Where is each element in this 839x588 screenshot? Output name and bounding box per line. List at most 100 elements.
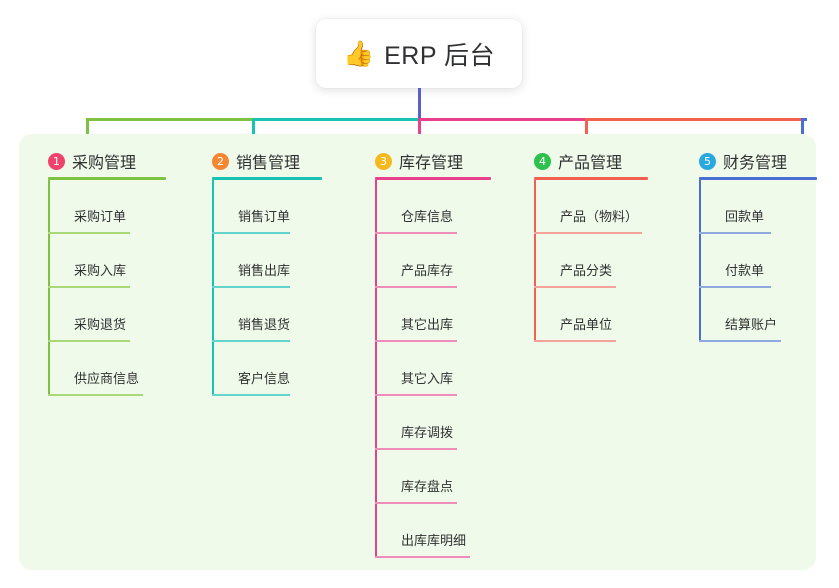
branch-title: 销售管理: [236, 155, 301, 172]
branch-item[interactable]: 客户信息: [212, 342, 322, 396]
root-stem-line: [418, 88, 421, 121]
branch-item[interactable]: 销售订单: [212, 180, 322, 234]
branch-item-rule: [375, 286, 457, 288]
branch-item[interactable]: 销售出库: [212, 234, 322, 288]
branch-header-rule: [534, 177, 648, 180]
branch-header-rule: [375, 177, 491, 180]
branch-number-badge: 1: [48, 152, 65, 170]
branch-item-rule: [699, 286, 771, 288]
branch-column-5: 5 财务管理回款单付款单结算账户: [699, 150, 817, 342]
branch-item-label: 其它入库: [401, 371, 454, 386]
branch-header-4[interactable]: 4 产品管理: [534, 150, 648, 172]
branch-title: 产品管理: [558, 155, 623, 172]
branch-item-label: 产品单位: [560, 317, 613, 332]
branch-item-rule: [48, 286, 130, 288]
branch-item-label: 仓库信息: [401, 209, 454, 224]
branch-item-label: 库存盘点: [401, 479, 454, 494]
branch-spine-line: [534, 180, 536, 342]
branch-item[interactable]: 产品单位: [534, 288, 648, 342]
branch-header-1[interactable]: 1 采购管理: [48, 150, 166, 172]
branch-item-rule: [534, 340, 616, 342]
branch-item[interactable]: 其它入库: [375, 342, 491, 396]
branch-item[interactable]: 产品分类: [534, 234, 648, 288]
branch-item-rule: [699, 232, 771, 234]
branch-item-rule: [375, 502, 457, 504]
branch-header-3[interactable]: 3 库存管理: [375, 150, 491, 172]
branch-column-3: 3 库存管理仓库信息产品库存其它出库其它入库库存调拨库存盘点出库库明细: [375, 150, 491, 558]
branch-item-rule: [375, 556, 470, 558]
branch-item-rule: [375, 394, 457, 396]
branch-item[interactable]: 其它出库: [375, 288, 491, 342]
branch-item[interactable]: 供应商信息: [48, 342, 166, 396]
branch-item[interactable]: 结算账户: [699, 288, 817, 342]
branch-item[interactable]: 销售退货: [212, 288, 322, 342]
branch-item-rule: [699, 340, 781, 342]
branch-item-rule: [48, 340, 130, 342]
branch-spine-line: [48, 180, 50, 396]
branch-number-badge: 4: [534, 152, 551, 170]
branch-item-label: 库存调拨: [401, 425, 454, 440]
branch-spine-line: [375, 180, 377, 558]
branch-item-label: 产品库存: [401, 263, 454, 278]
branch-item[interactable]: 采购退货: [48, 288, 166, 342]
branch-item[interactable]: 出库库明细: [375, 504, 491, 558]
branch-number-badge: 5: [699, 152, 716, 170]
branch-title: 库存管理: [399, 155, 464, 172]
branch-header-rule: [212, 177, 322, 180]
branch-number-badge: 3: [375, 152, 392, 170]
branch-item-label: 销售退货: [238, 317, 291, 332]
branch-item-label: 销售出库: [238, 263, 291, 278]
branch-item[interactable]: 采购入库: [48, 234, 166, 288]
branch-column-4: 4 产品管理产品（物料） 产品分类产品单位: [534, 150, 648, 342]
branch-item-label: 采购订单: [74, 209, 127, 224]
branch-item-label: 采购退货: [74, 317, 127, 332]
branch-item-label: 产品分类: [560, 263, 613, 278]
branch-item-label: 其它出库: [401, 317, 454, 332]
connector-bar-segment-4: [585, 118, 804, 121]
branch-item[interactable]: 产品库存: [375, 234, 491, 288]
branch-header-rule: [699, 177, 817, 180]
branch-header-5[interactable]: 5 财务管理: [699, 150, 817, 172]
connector-bar-segment-3: [418, 118, 588, 121]
connector-bar-segment-5: [801, 118, 807, 121]
branch-item-label: 销售订单: [238, 209, 291, 224]
branch-item-label: 采购入库: [74, 263, 127, 278]
branch-item[interactable]: 回款单: [699, 180, 817, 234]
root-node-title: ERP 后台: [384, 41, 496, 70]
branch-item-label: 供应商信息: [74, 371, 140, 386]
connector-bar-segment-2: [252, 118, 421, 121]
branch-header-rule: [48, 177, 166, 180]
branch-item-rule: [375, 340, 457, 342]
branch-item-rule: [534, 286, 616, 288]
connector-bar-segment-1: [86, 118, 255, 121]
branch-item-rule: [212, 394, 290, 396]
branch-item[interactable]: 库存调拨: [375, 396, 491, 450]
branch-spine-line: [699, 180, 701, 342]
branch-item[interactable]: 库存盘点: [375, 450, 491, 504]
branch-items: 产品（物料） 产品分类产品单位: [534, 180, 648, 342]
branch-item-rule: [48, 232, 130, 234]
branch-item-rule: [375, 448, 457, 450]
branch-item-rule: [212, 232, 290, 234]
branch-item-label: 付款单: [725, 263, 765, 278]
branch-items: 仓库信息产品库存其它出库其它入库库存调拨库存盘点出库库明细: [375, 180, 491, 558]
branch-title: 采购管理: [72, 155, 137, 172]
branch-item[interactable]: 付款单: [699, 234, 817, 288]
branch-item-label: 结算账户: [725, 317, 778, 332]
branch-spine-line: [212, 180, 214, 396]
branch-item-label: 回款单: [725, 209, 765, 224]
branch-item[interactable]: 采购订单: [48, 180, 166, 234]
branch-item[interactable]: 仓库信息: [375, 180, 491, 234]
root-node-card[interactable]: 👍 ERP 后台: [316, 19, 522, 88]
branch-item-label: 客户信息: [238, 371, 291, 386]
branch-item[interactable]: 产品（物料）: [534, 180, 648, 234]
branch-items: 回款单付款单结算账户: [699, 180, 817, 342]
branch-column-1: 1 采购管理采购订单采购入库采购退货供应商信息: [48, 150, 166, 396]
branch-item-rule: [212, 286, 290, 288]
branch-title: 财务管理: [723, 155, 788, 172]
branch-item-rule: [212, 340, 290, 342]
